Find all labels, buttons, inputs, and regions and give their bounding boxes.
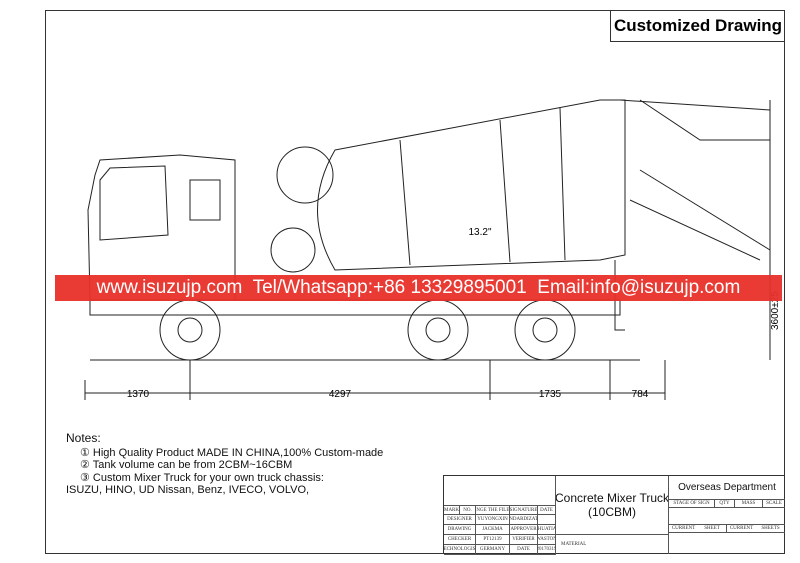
header-cell: DATE: [538, 506, 556, 515]
title-block-cell: YUYONGXIN: [476, 515, 510, 525]
right-header: SCALE: [763, 500, 785, 508]
rear-wheel-2: [514, 299, 576, 361]
title-block-cell: [538, 515, 556, 525]
note-item: ③ Custom Mixer Truck for your own truck …: [80, 471, 324, 484]
drawing-frame: [45, 10, 785, 554]
sheet-label: CURRENT: [669, 525, 698, 533]
header-cell: MARK: [444, 506, 460, 515]
title-block-cell: STANDARDIZATION: [510, 515, 538, 525]
header-cell: SIGNATURE: [510, 506, 538, 515]
right-header: QTY: [715, 500, 735, 508]
header-cell: NO.: [460, 506, 476, 515]
product-name: Concrete Mixer Truck (10CBM): [556, 476, 669, 535]
title-block-cell: APPROVER: [510, 525, 538, 535]
drawing-title: Customized Drawing: [610, 10, 785, 42]
right-header: STAGE OF SIGN: [669, 500, 715, 508]
title-block-cell: 20170319: [538, 545, 556, 555]
front-wheel: [159, 299, 221, 361]
contact-banner: www.isuzujp.com Tel/Whatsapp:+86 1332989…: [55, 275, 782, 301]
dimension-1: 1370: [127, 389, 150, 400]
title-block-cell: DRAWING: [444, 525, 476, 535]
sheet-label: CURRENT: [727, 525, 756, 533]
header-cell: CHANGE THE FILE NO.: [476, 506, 510, 515]
title-block-cell: VERIFIER: [510, 535, 538, 545]
sheet-label: SHEETS: [756, 525, 785, 533]
product-line-1: Concrete Mixer Truck: [556, 491, 669, 505]
title-block-cell: WASTON: [538, 535, 556, 545]
product-line-2: (10CBM): [587, 505, 636, 519]
title-block-cell: DESIGNER: [444, 515, 476, 525]
note-item: ② Tank volume can be from 2CBM~16CBM: [80, 459, 293, 471]
mixer-drum: [317, 99, 626, 271]
truck-cab: [87, 154, 236, 301]
sheet-label: SHEET: [698, 525, 727, 533]
dimension-4: 784: [632, 389, 649, 400]
notes: Notes: ① High Quality Product MADE IN CH…: [66, 432, 383, 497]
title-block-cell: CHECKER: [444, 535, 476, 545]
title-block-cell: JACKMA: [476, 525, 510, 535]
rear-wheel-1: [407, 299, 469, 361]
title-block-cell: TECHNOLOGIST: [444, 545, 476, 555]
note-brands: ISUZU, HINO, UD Nissan, Benz, IVECO, VOL…: [66, 484, 310, 496]
dimension-3: 1735: [539, 389, 562, 400]
right-header: MASS: [735, 500, 763, 508]
water-tank: [276, 146, 334, 204]
title-block: MARK NO. CHANGE THE FILE NO. SIGNATURE D…: [443, 475, 785, 555]
material-label: MATERIAL: [556, 535, 669, 554]
department: Overseas Department: [669, 476, 785, 500]
note-item: ① High Quality Product MADE IN CHINA,100…: [80, 446, 384, 459]
dimension-2: 4297: [329, 389, 352, 400]
truck-drawing: 13.2" 1370 4297 1735 784 3600±25: [84, 99, 781, 400]
title-block-cell: PT12139: [476, 535, 510, 545]
height-dimension: 3600±25: [770, 291, 781, 330]
title-block-cell: DATE: [510, 545, 538, 555]
title-block-cell: GERMANY: [476, 545, 510, 555]
notes-heading: Notes:: [66, 431, 101, 445]
tank-label: 13.2": [468, 227, 491, 238]
title-block-cell: LIHUATIAN: [538, 525, 556, 535]
